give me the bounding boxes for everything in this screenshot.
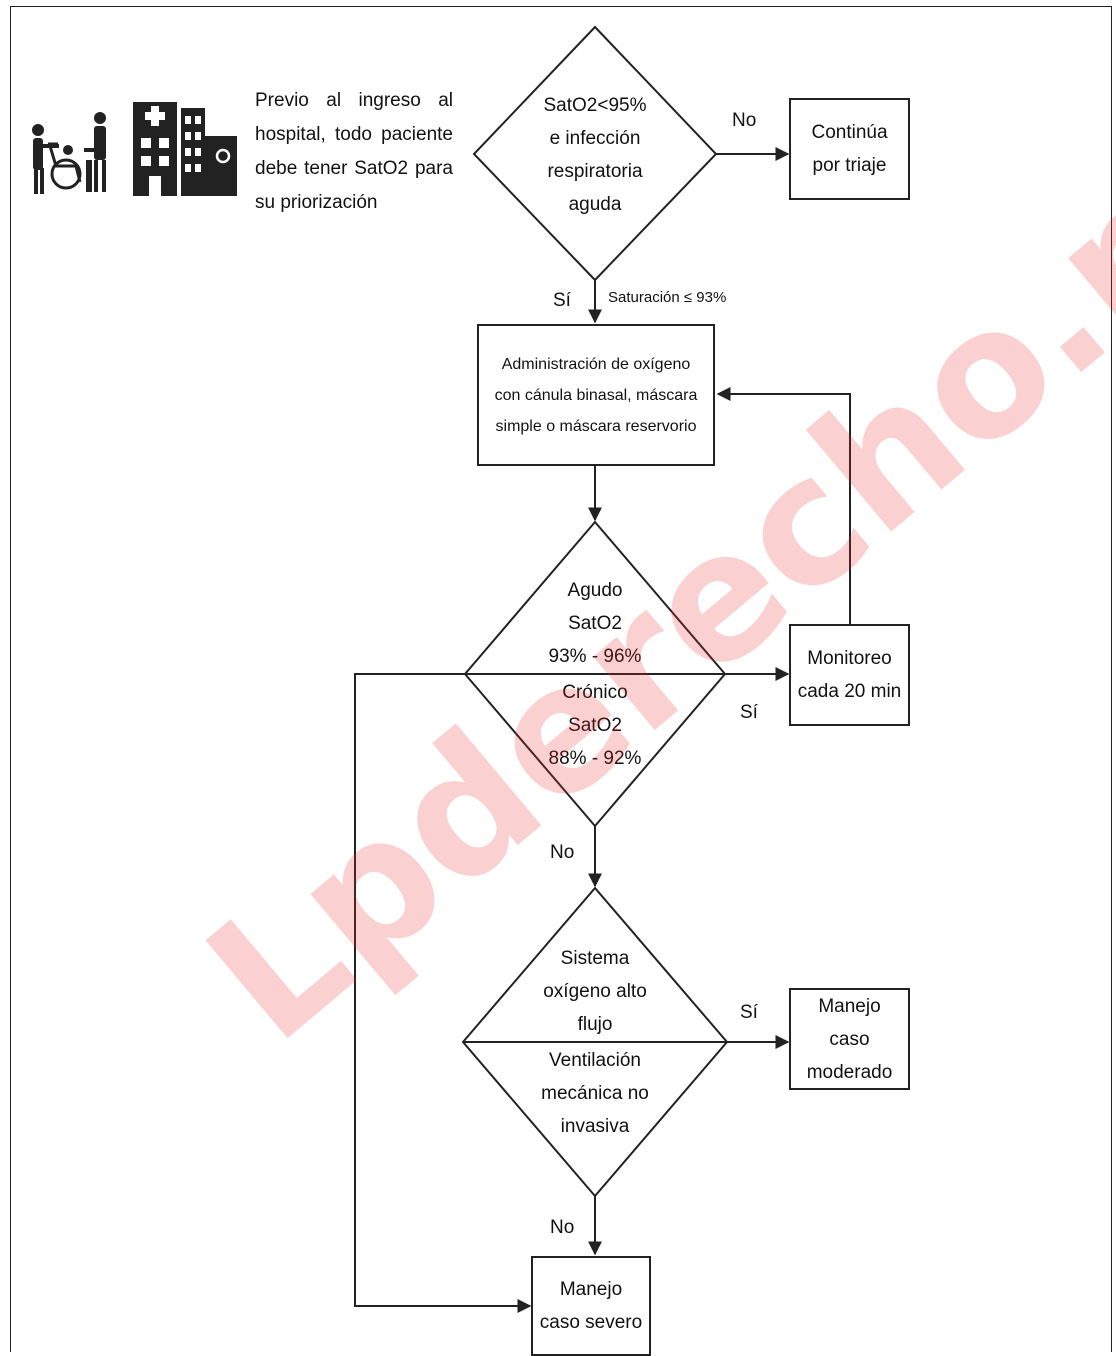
- oxygen-text: Administración de oxígeno con cánula bin…: [477, 324, 715, 466]
- d2-bottom-line: Crónico: [562, 681, 628, 703]
- monitor-line: cada 20 min: [797, 681, 902, 702]
- triage-line: por triaje: [812, 155, 887, 176]
- d3-bottom-line: invasiva: [560, 1115, 630, 1137]
- decision-3-top-text: Sistema oxígeno alto flujo: [515, 940, 675, 1042]
- decision-2-top-text: Agudo SatO2 93% - 96%: [515, 572, 675, 674]
- triage-line: Continúa: [811, 122, 888, 143]
- oxygen-line: simple o máscara reservorio: [495, 417, 697, 435]
- d2-top-line: 93% - 96%: [548, 645, 642, 667]
- intro-note: Previo al ingreso al hospital, todo paci…: [255, 90, 453, 213]
- d1-line: e infección: [549, 128, 641, 149]
- d1-yes-label: Sí: [553, 290, 571, 311]
- page-frame: [10, 6, 1112, 1352]
- decision-2-bottom-text: Crónico SatO2 88% - 92%: [515, 674, 675, 776]
- d3-no-label: No: [550, 1217, 575, 1238]
- d3-bottom-line: Ventilación: [549, 1049, 641, 1071]
- d3-yes-label: Sí: [740, 1002, 758, 1023]
- d1-line: aguda: [568, 194, 622, 215]
- d3-top-line: flujo: [577, 1013, 613, 1035]
- moderate-text: Manejo caso moderado: [789, 988, 910, 1090]
- decision-1-text: SatO2<95% e infección respiratoria aguda: [515, 85, 675, 225]
- triage-text: Continúa por triaje: [789, 98, 910, 200]
- oxygen-line: Administración de oxígeno: [501, 355, 691, 373]
- d2-bottom-line: SatO2: [568, 714, 622, 736]
- d3-top-line: Sistema: [560, 947, 630, 969]
- severe-text: Manejo caso severo: [531, 1256, 651, 1356]
- d1-no-label: No: [732, 110, 757, 131]
- d2-top-line: Agudo: [567, 579, 623, 601]
- moderate-line: Manejo: [818, 995, 881, 1017]
- d2-yes-label: Sí: [740, 702, 758, 723]
- severe-line: caso severo: [539, 1312, 643, 1333]
- moderate-line: moderado: [806, 1061, 893, 1083]
- oxygen-line: con cánula binasal, máscara: [494, 386, 698, 404]
- oxygen-box: [477, 324, 715, 466]
- monitor-box: [789, 624, 910, 726]
- d1-line: SatO2<95%: [543, 95, 647, 116]
- d2-no-label: No: [550, 842, 575, 863]
- d3-top-line: oxígeno alto: [543, 980, 647, 1002]
- wheelchair-patient-icon: [32, 112, 106, 194]
- monitor-line: Monitoreo: [807, 648, 892, 669]
- d1-line: respiratoria: [547, 161, 643, 182]
- monitor-text: Monitoreo cada 20 min: [789, 624, 910, 726]
- moderate-box: [789, 988, 910, 1090]
- severe-line: Manejo: [559, 1279, 623, 1300]
- d2-top-line: SatO2: [568, 612, 622, 634]
- d3-bottom-line: mecánica no: [541, 1082, 649, 1104]
- d2-bottom-line: 88% - 92%: [548, 747, 642, 769]
- decision-3-bottom-text: Ventilación mecánica no invasiva: [515, 1042, 675, 1144]
- moderate-line: caso: [829, 1028, 870, 1050]
- hospital-building-icon: [133, 102, 237, 196]
- triage-box: [789, 98, 910, 200]
- saturation-label: Saturación ≤ 93%: [608, 289, 727, 306]
